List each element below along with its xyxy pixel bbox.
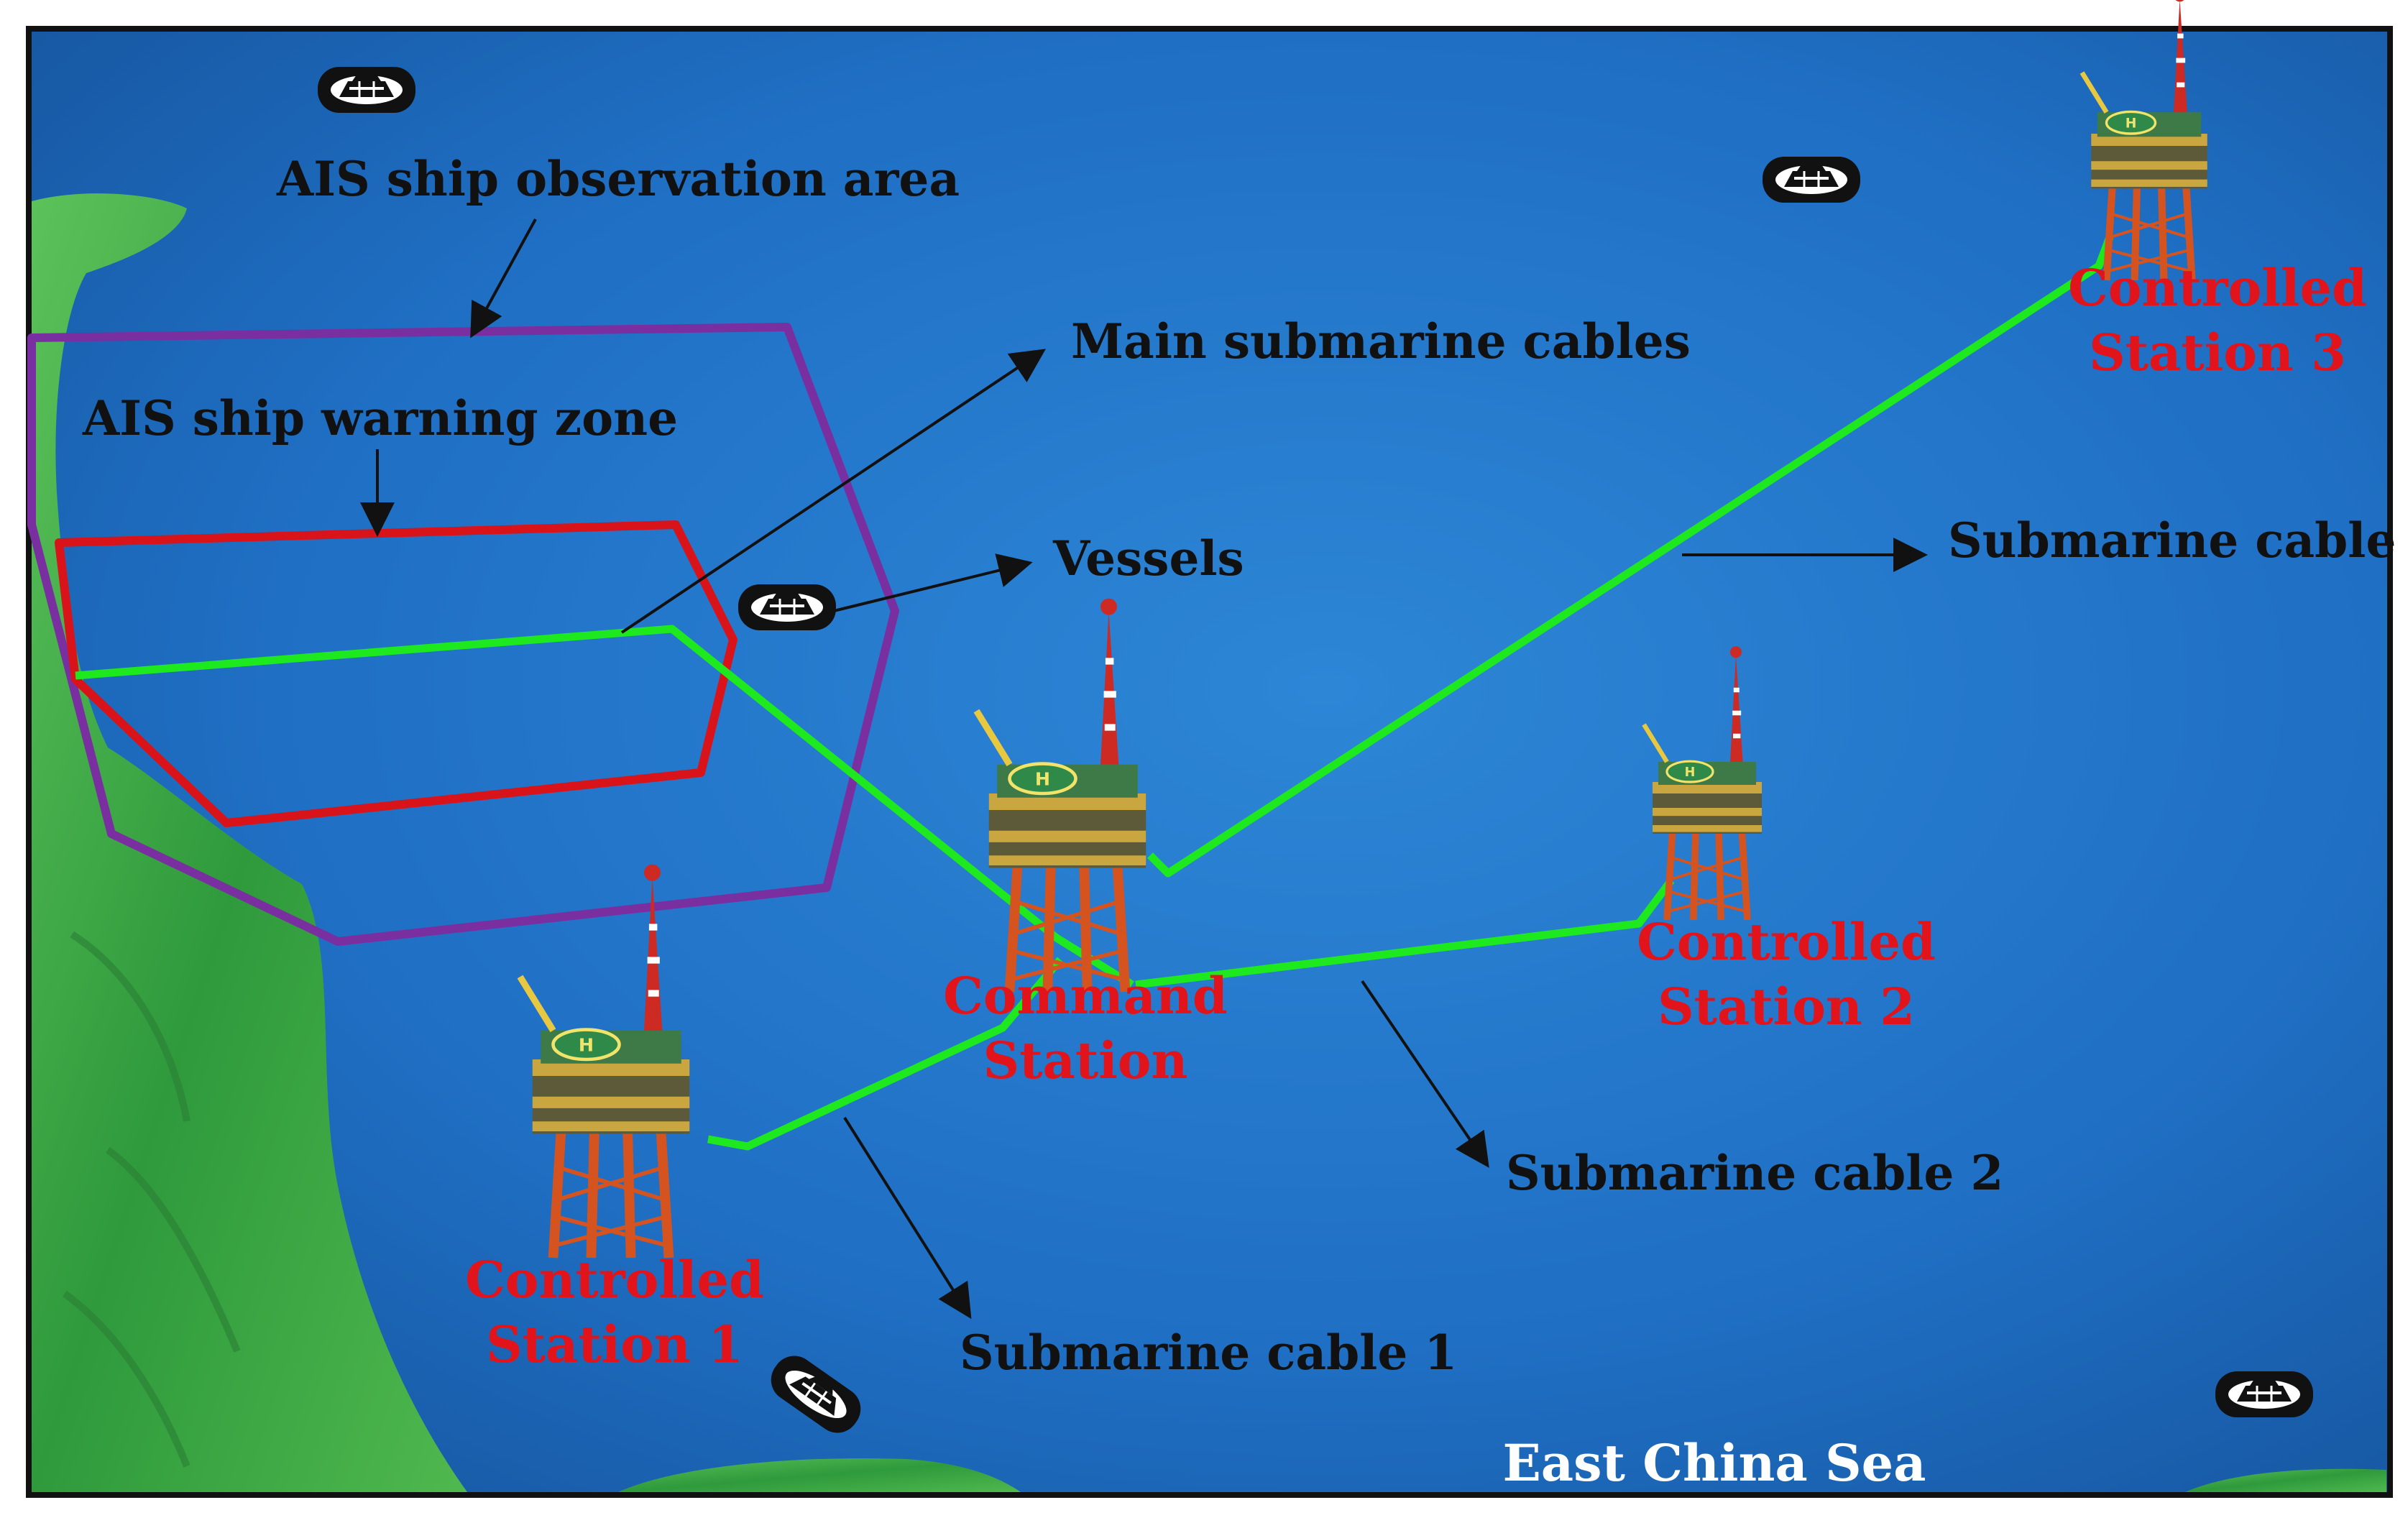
controlled-station-1-label-line2: Station 1: [486, 1315, 743, 1374]
ais-observation-area: [27, 323, 899, 946]
cable-2-arrow: [1361, 980, 1489, 1168]
controlled-station-2-label-line1: Controlled: [1637, 912, 1936, 972]
cable-1-label: Submarine cable 1: [960, 1325, 1457, 1381]
vessel-ship-icon: [316, 65, 417, 114]
mainland-coast: [32, 193, 467, 1493]
cable-2-label: Submarine cable 2: [1506, 1145, 2003, 1201]
controlled-station-3-label-line1: Controlled: [2068, 258, 2367, 318]
sea-area: [26, 26, 2393, 1498]
main-cables-arrow: [620, 349, 1046, 634]
controlled-station-2-label-line2: Station 2: [1658, 977, 1915, 1036]
controlled-station-3-label-line2: Station 3: [2089, 323, 2346, 382]
controlled-station-1-label-line1: Controlled: [465, 1250, 764, 1310]
vessel-ship-icon: [737, 583, 837, 632]
vessels-label: Vessels: [1052, 530, 1244, 586]
observation-area-arrow: [470, 218, 537, 339]
cable-3-label: Submarine cable 3: [1948, 512, 2408, 569]
warning-zone-label: AIS ship warning zone: [82, 390, 678, 446]
south-island-right: [2185, 1468, 2386, 1492]
vessel-ship-icon: [1761, 155, 1862, 204]
command-station-label-line2: Station: [983, 1031, 1188, 1090]
submarine-cable-1: [707, 957, 1064, 1151]
region-label: East China Sea: [1502, 1433, 1926, 1493]
submarine-cable-3: [1147, 236, 2114, 878]
vessel-ship-icon: [2214, 1370, 2315, 1419]
main-submarine-cable: [75, 625, 1134, 988]
observation-area-label: AIS ship observation area: [276, 151, 960, 207]
south-island-left: [618, 1458, 1021, 1492]
main-cables-label: Main submarine cables: [1071, 313, 1691, 369]
cable-1-arrow: [843, 1116, 972, 1320]
command-station-label-line1: Command: [943, 966, 1228, 1026]
ais-warning-zone: [55, 520, 737, 827]
submarine-cable-2: [1135, 878, 1675, 989]
vessels-arrow: [833, 553, 1033, 612]
